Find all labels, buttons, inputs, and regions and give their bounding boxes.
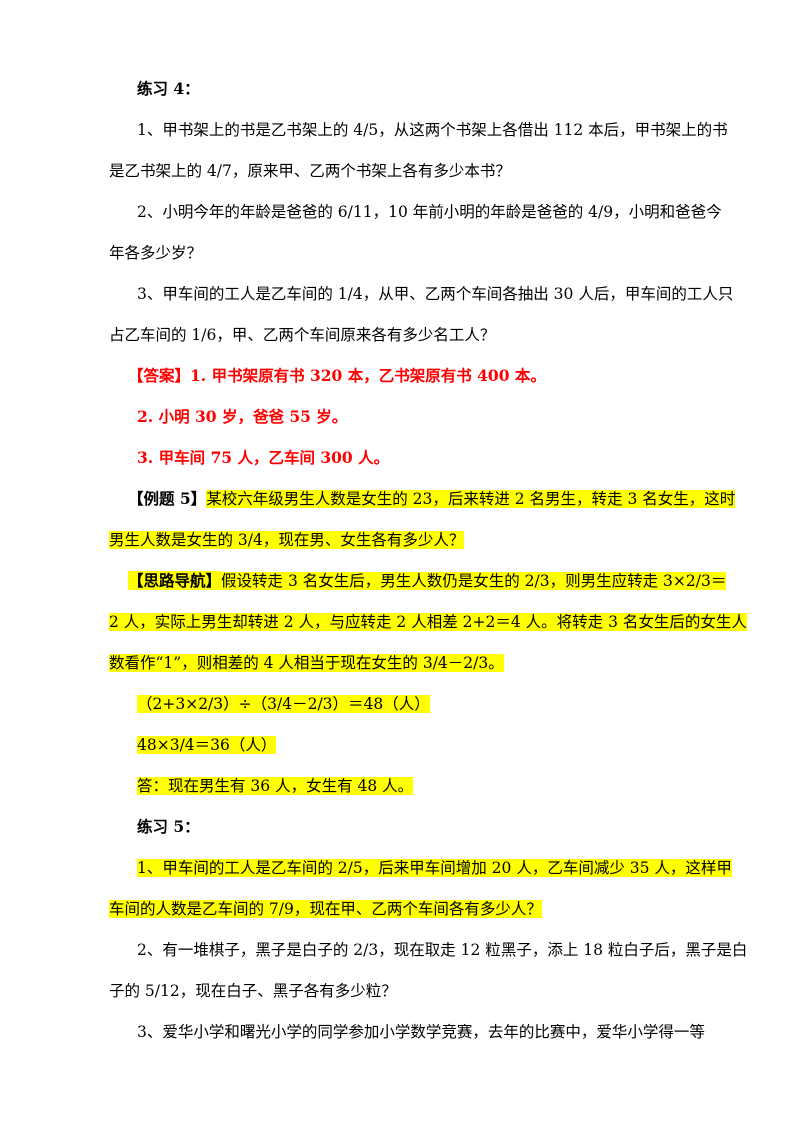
practice5-q3-line1: 3、爱华小学和曙光小学的同学参加小学数学竞赛，去年的比赛中，爱华小学得一等 xyxy=(137,1023,705,1041)
practice5-q2-line1: 2、有一堆棋子，黑子是白子的 2/3，现在取走 12 粒黑子，添上 18 粒白子… xyxy=(137,941,748,959)
practice5-title: 练习 5： xyxy=(137,817,200,836)
practice4-title: 练习 4： xyxy=(137,79,200,98)
guide-calc2: 48×3/4＝36（人） xyxy=(137,734,277,756)
example5-text-1: 某校六年级男生人数是女生的 23，后来转进 2 名男生，转走 3 名女生，这时 xyxy=(206,490,736,508)
practice4-q2-line1: 2、小明今年的年龄是爸爸的 6/11，10 年前小明的年龄是爸爸的 4/9，小明… xyxy=(137,203,722,221)
practice5-q1-text-1: 1、甲车间的工人是乙车间的 2/5，后来甲车间增加 20 人，乙车间减少 35 … xyxy=(137,859,732,877)
guide-line2: 2 人，实际上男生却转进 2 人，与应转走 2 人相差 2+2＝4 人。将转走 … xyxy=(109,611,747,633)
guide-line3: 数看作“1”，则相差的 4 人相当于现在女生的 3/4－2/3。 xyxy=(109,652,504,674)
practice4-q1-line1: 1、甲书架上的书是乙书架上的 4/5，从这两个书架上各借出 112 本后，甲书架… xyxy=(137,121,728,139)
answer-line-3: 3. 甲车间 75 人，乙车间 300 人。 xyxy=(137,448,390,467)
practice5-q1-line1: 1、甲车间的工人是乙车间的 2/5，后来甲车间增加 20 人，乙车间减少 35 … xyxy=(137,857,732,879)
guide-text-1: 假设转走 3 名女生后，男生人数仍是女生的 2/3，则男生应转走 3×2/3＝ xyxy=(221,572,727,590)
guide-answer-text: 答：现在男生有 36 人，女生有 48 人。 xyxy=(137,777,414,795)
guide-answer: 答：现在男生有 36 人，女生有 48 人。 xyxy=(137,775,414,797)
practice4-q3-line1: 3、甲车间的工人是乙车间的 1/4，从甲、乙两个车间各抽出 30 人后，甲车间的… xyxy=(137,285,734,303)
guide-line1: 【思路导航】假设转走 3 名女生后，男生人数仍是女生的 2/3，则男生应转走 3… xyxy=(128,570,727,592)
practice4-q2-line2: 年各多少岁？ xyxy=(109,244,203,262)
guide-tag: 【思路导航】 xyxy=(128,571,222,590)
practice4-q1-line2: 是乙书架上的 4/7，原来甲、乙两个书架上各有多少本书？ xyxy=(109,162,511,180)
practice5-q1-text-2: 车间的人数是乙车间的 7/9，现在甲、乙两个车间各有多少人？ xyxy=(109,900,542,918)
guide-calc1-text: （2+3×2/3）÷（3/4－2/3）＝48（人） xyxy=(137,695,430,713)
guide-calc2-text: 48×3/4＝36（人） xyxy=(137,736,277,754)
example5-line1: 【例题 5】某校六年级男生人数是女生的 23，后来转进 2 名男生，转走 3 名… xyxy=(128,488,736,510)
example5-text-2: 男生人数是女生的 3/4，现在男、女生各有多少人？ xyxy=(109,531,465,549)
example5-tag: 【例题 5】 xyxy=(128,489,207,508)
guide-text-2: 2 人，实际上男生却转进 2 人，与应转走 2 人相差 2+2＝4 人。将转走 … xyxy=(109,613,747,631)
practice5-q2-line2: 子的 5/12，现在白子、黑子各有多少粒？ xyxy=(109,982,397,1000)
guide-calc1: （2+3×2/3）÷（3/4－2/3）＝48（人） xyxy=(137,693,430,715)
practice4-q3-line2: 占乙车间的 1/6，甲、乙两个车间原来各有多少名工人？ xyxy=(109,326,496,344)
answer-line-2: 2. 小明 30 岁，爸爸 55 岁。 xyxy=(137,407,348,426)
answer-line-1: 【答案】1. 甲书架原有书 320 本，乙书架原有书 400 本。 xyxy=(128,366,546,385)
example5-line2: 男生人数是女生的 3/4，现在男、女生各有多少人？ xyxy=(109,529,465,551)
practice5-q1-line2: 车间的人数是乙车间的 7/9，现在甲、乙两个车间各有多少人？ xyxy=(109,898,542,920)
guide-text-3: 数看作“1”，则相差的 4 人相当于现在女生的 3/4－2/3。 xyxy=(109,654,504,672)
